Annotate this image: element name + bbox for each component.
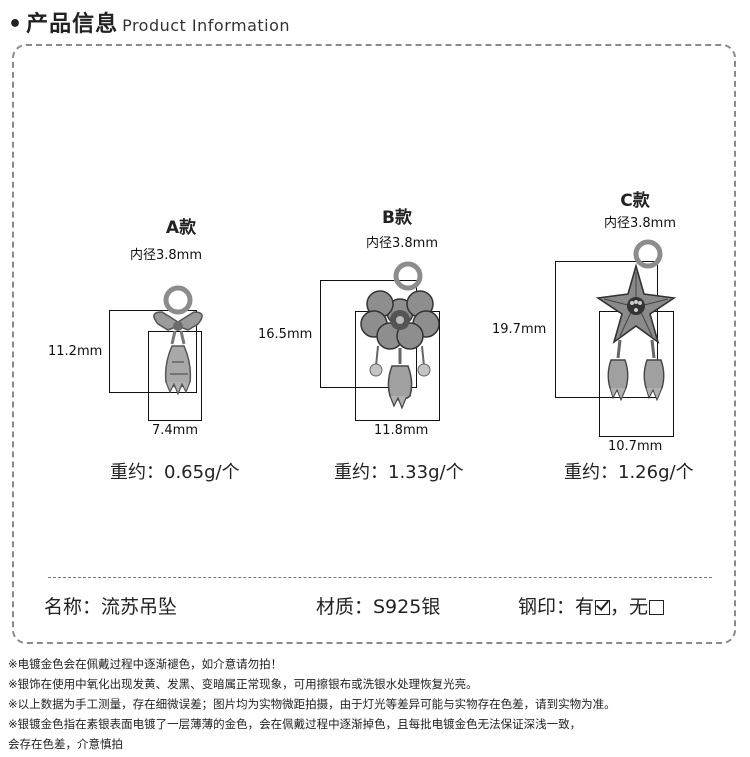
variant-b-pendant-image [360, 261, 440, 410]
variant-a-pendant-image [153, 285, 203, 396]
notes-section: ※电镀金色会在佩戴过程中逐渐褪色，如介意请勿拍！ ※银饰在使用中氧化出现发黄、发… [8, 654, 748, 754]
variant-c-inner-diameter: 内径3.8mm [604, 216, 677, 231]
stamp-label: 钢印：有 [518, 596, 595, 618]
stamp-yes-checkbox [595, 600, 611, 615]
variant-c-width-label: 10.7mm [608, 439, 663, 454]
spec-name: 名称：流苏吊坠 [44, 596, 178, 618]
header-title-en: Product Information [122, 16, 291, 35]
note-line: ※银镀金色指在素银表面电镀了一层薄薄的金色，会在佩戴过程中逐渐掉色，且每批电镀金… [8, 717, 582, 731]
section-header: • 产品信息 Product Information [8, 6, 290, 38]
spec-divider [48, 577, 712, 578]
variant-a-height-box [109, 310, 197, 393]
variant-a-inner-diameter: 内径3.8mm [130, 248, 203, 263]
variant-c-height-box [555, 261, 658, 398]
variant-a-title: A款 [165, 218, 197, 238]
note-line: ※电镀金色会在佩戴过程中逐渐褪色，如介意请勿拍！ [8, 657, 283, 671]
variant-c-title: C款 [620, 191, 650, 211]
variant-c-height-label: 19.7mm [492, 322, 547, 337]
variant-b-width-label: 11.8mm [374, 423, 429, 438]
note-line: ※银饰在使用中氧化出现发黄、发黑、变暗属正常现象，可用擦银布或洗银水处理恢复光亮… [8, 677, 478, 691]
variant-a-height-label: 11.2mm [48, 344, 103, 359]
note-line: ※以上数据为手工测量，存在细微误差；图片均为实物微距拍摄，由于灯光等差异可能与实… [8, 697, 616, 711]
variant-c-pendant-image [595, 239, 677, 402]
note-line: 会存在色差，介意慎拍 [8, 737, 123, 751]
product-info-card: A款 内径3.8mm 11.2mm 7.4mm 重约：0.65g/个 B款 内径… [12, 44, 736, 644]
variant-b-height-label: 16.5mm [258, 327, 313, 342]
spec-material: 材质：S925银 [316, 596, 441, 618]
header-title-cn: 产品信息 [26, 12, 119, 37]
variant-b-title: B款 [382, 208, 412, 228]
variant-c-weight: 重约：1.26g/个 [564, 462, 694, 483]
variant-a-width-label: 7.4mm [152, 423, 199, 438]
variant-a-weight: 重约：0.65g/个 [110, 462, 240, 483]
stamp-no-label: ，无 [610, 596, 649, 618]
variant-b-inner-diameter: 内径3.8mm [366, 236, 439, 251]
stamp-no-checkbox [649, 600, 665, 615]
spec-stamp: 钢印：有 ，无 [518, 592, 665, 619]
variant-b-weight: 重约：1.33g/个 [334, 462, 464, 483]
header-bullet: • [8, 12, 23, 37]
